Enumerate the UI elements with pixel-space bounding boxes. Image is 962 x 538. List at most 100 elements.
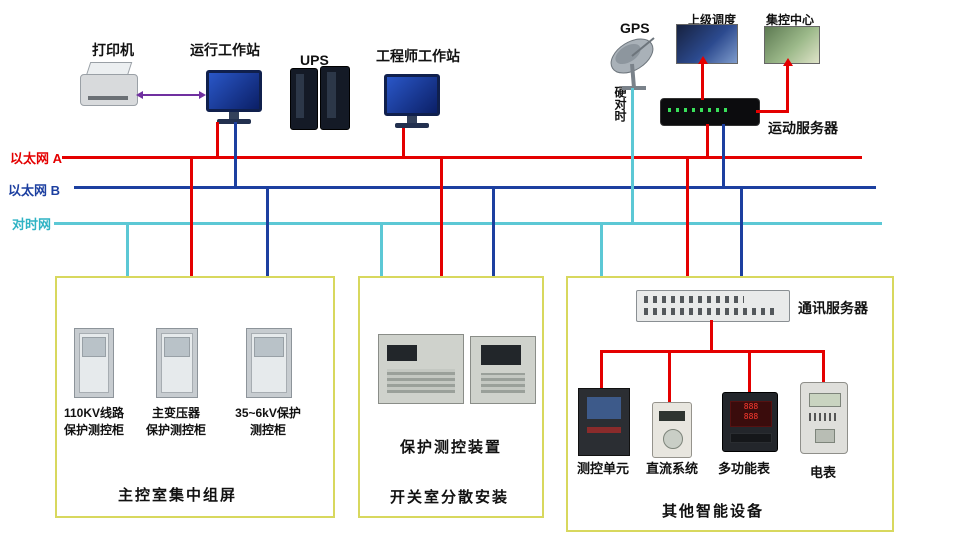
uplink-control-center-elbow	[756, 110, 789, 113]
protection-device-image-1	[378, 334, 464, 404]
cabinet-transformer-image	[156, 328, 198, 398]
drop-box1-b	[266, 189, 269, 303]
drop-box3-a	[686, 159, 689, 292]
drop-operator-ws-a	[216, 122, 219, 158]
meter-terminal-cover	[815, 429, 835, 443]
drop-box3-time	[600, 225, 603, 278]
uplink-dispatch-line	[701, 64, 704, 100]
comm-server-vents	[644, 296, 744, 303]
hard-timing-label: 硬对时	[613, 86, 627, 122]
bus-time-net	[54, 222, 882, 225]
cabinet-35-6kv-image	[246, 328, 292, 398]
multifunction-meter-label: 多功能表	[718, 461, 771, 476]
engineer-workstation-image	[384, 74, 440, 128]
box2-title: 开关室分散安装	[390, 489, 510, 506]
ups-panel-left	[296, 74, 304, 118]
ups-panel-right	[327, 72, 336, 118]
device-keys	[387, 369, 455, 393]
drop-rtu-server-b	[722, 124, 725, 188]
meter-dial	[663, 429, 683, 449]
box1-title: 主控室集中组屏	[118, 487, 238, 504]
ctrl-unit-label: 测控单元	[577, 461, 630, 476]
rtu-server-label: 运动服务器	[768, 120, 838, 136]
cabinet-35-6kv-label: 35~6kV保护 测控柜	[232, 404, 304, 438]
monitor-screen	[384, 74, 440, 116]
device-screen	[587, 397, 621, 419]
cabinet-window	[82, 337, 106, 357]
drop-ctrl-unit	[600, 350, 603, 388]
monitor-neck	[229, 112, 239, 119]
drop-energy-meter	[822, 350, 825, 382]
ups-tower-left	[290, 68, 318, 130]
monitor-neck	[407, 116, 417, 123]
cabinet-transformer-label: 主变压器 保护测控柜	[144, 404, 208, 438]
cabinet-window	[254, 337, 284, 357]
bus-ethernet-a	[62, 156, 862, 159]
meter-lcd	[809, 393, 841, 407]
drop-dc-system	[668, 350, 671, 402]
drop-box2-b	[492, 189, 495, 303]
uplink-control-center-arrow	[783, 58, 793, 66]
drop-box3-b	[740, 189, 743, 292]
drop-operator-ws-b	[234, 122, 237, 188]
uplink-dispatch-arrow	[698, 56, 708, 64]
rtu-server-lights	[668, 108, 728, 112]
printer-output-slot	[88, 96, 128, 100]
printer-body	[80, 74, 138, 106]
bus-ethernet-a-label: 以太网 A	[10, 151, 63, 166]
monitor-base	[395, 123, 429, 128]
printer-link-line	[140, 94, 202, 96]
bus-ethernet-b	[74, 186, 876, 189]
bus-ethernet-b-label: 以太网 B	[8, 183, 61, 198]
device-led-row	[587, 427, 621, 433]
cabinet-110kv-label: 110KV线路 保护测控柜	[62, 404, 126, 438]
meter-lcd	[659, 411, 685, 421]
dc-system-image	[652, 402, 692, 458]
drop-gps-time-net	[631, 88, 634, 224]
meter-buttons	[730, 433, 772, 443]
drop-box1-time	[126, 225, 129, 303]
printer-label: 打印机	[92, 42, 134, 58]
energy-meter-label: 电表	[810, 465, 837, 480]
box3-title: 其他智能设备	[662, 503, 765, 520]
device-screen	[387, 345, 417, 361]
comm-server-label: 通讯服务器	[798, 300, 868, 316]
ups-label: UPS	[300, 52, 329, 68]
cabinet-label-line2: 测控柜	[249, 423, 286, 437]
operator-workstation-label: 运行工作站	[190, 42, 260, 58]
gps-antenna-image	[604, 30, 664, 92]
cabinet-window	[164, 337, 190, 357]
bus-time-net-label: 对时网	[12, 217, 52, 232]
cabinet-label-line1: 主变压器	[151, 406, 200, 420]
device-distribution-bus	[600, 350, 825, 353]
comm-server-downlink	[710, 320, 713, 350]
energy-meter-image	[800, 382, 848, 454]
drop-engineer-ws-a	[402, 128, 405, 158]
protection-device-image-2	[470, 336, 536, 404]
control-center-label: 集控中心	[766, 13, 815, 27]
comm-server-image	[636, 290, 790, 322]
uplink-control-center-line	[786, 66, 789, 112]
dispatch-label: 上级调度	[688, 13, 737, 27]
cabinet-label-line1: 35~6kV保护	[235, 406, 301, 420]
device-keys	[481, 373, 525, 393]
comm-server-vents	[644, 308, 774, 315]
engineer-workstation-label: 工程师工作站	[376, 48, 460, 64]
cabinet-label-line1: 110KV线路	[63, 406, 125, 420]
meter-barcode	[809, 413, 839, 421]
drop-rtu-server-a	[706, 124, 709, 158]
monitor-base	[217, 119, 251, 124]
cabinet-label-line2: 保护测控柜	[63, 423, 124, 437]
cabinet-110kv-image	[74, 328, 114, 398]
monitor-screen	[206, 70, 262, 112]
printer-link-arrow-right	[199, 91, 206, 99]
drop-box2-a	[440, 159, 443, 335]
dc-system-label: 直流系统	[646, 461, 699, 476]
device-screen	[481, 345, 521, 365]
drop-box2-time	[380, 225, 383, 303]
drop-multifunction-meter	[748, 350, 751, 392]
ctrl-unit-image	[578, 388, 630, 456]
